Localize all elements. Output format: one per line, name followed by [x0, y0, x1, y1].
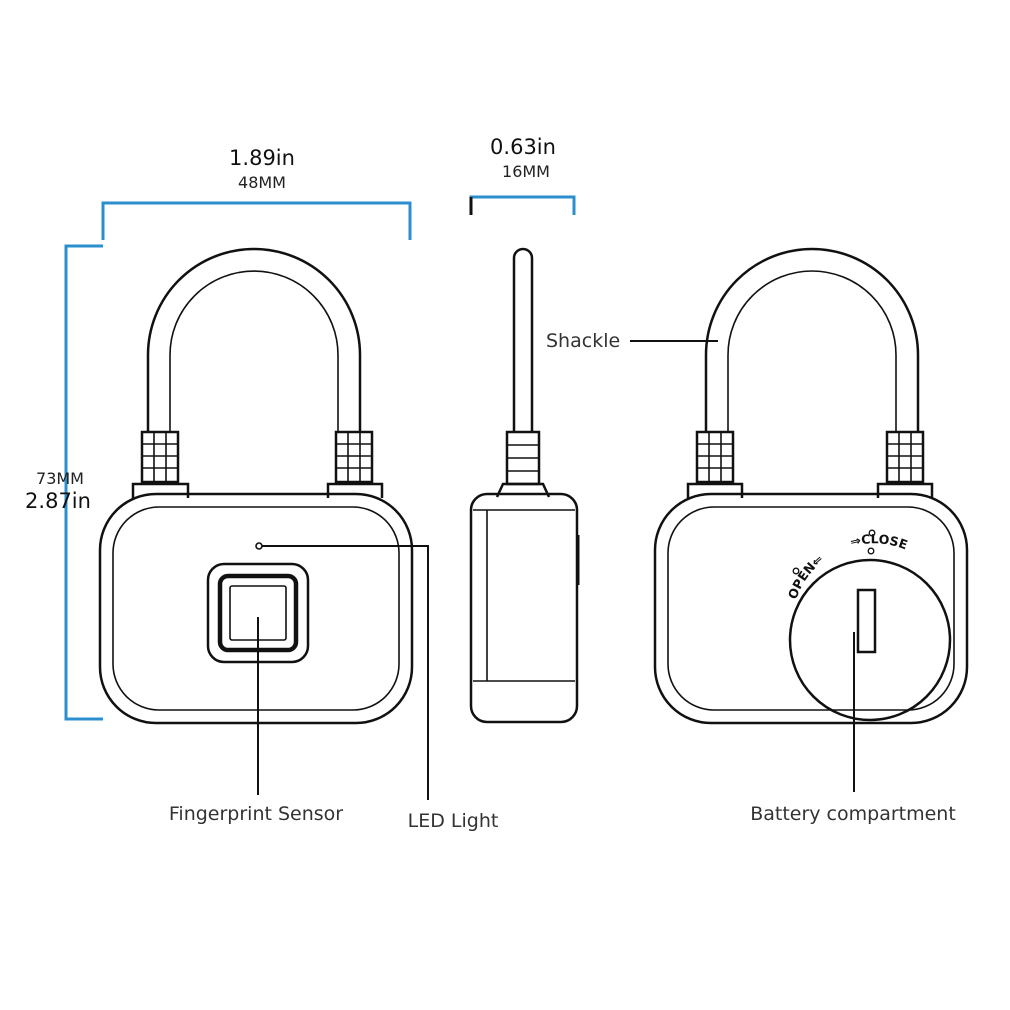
height-bracket [64, 244, 103, 721]
led-leader-line [262, 545, 429, 800]
side-collar [505, 430, 541, 486]
depth-bracket [469, 195, 576, 215]
back-left-collar [695, 430, 735, 484]
depth-dimension: 0.63in 16MM [469, 135, 576, 215]
width-bracket [101, 201, 412, 240]
battery-callout: Battery compartment [750, 632, 956, 825]
back-shackle-inner [727, 270, 897, 432]
back-body-inner [667, 506, 955, 711]
depth-mm-label: 16MM [502, 162, 550, 181]
back-shackle [704, 247, 920, 432]
side-neck [495, 482, 551, 498]
front-left-shoulder [131, 482, 190, 498]
shackle-label: Shackle [546, 330, 620, 352]
front-right-shoulder [326, 482, 384, 498]
back-right-shoulder [876, 482, 934, 498]
back-right-collar [885, 430, 925, 484]
height-inch-label: 2.87in [25, 489, 91, 513]
front-view-padlock [98, 247, 414, 725]
fingerprint-callout: Fingerprint Sensor [169, 617, 343, 825]
battery-cover: OPEN⇐ ⇒CLOSE [785, 529, 952, 722]
front-body-outer [98, 492, 414, 725]
close-arrow-icon: ⇒ [849, 532, 862, 549]
front-shackle-inner [169, 270, 339, 432]
height-mm-label: 73MM [36, 469, 84, 488]
side-body-outer [469, 492, 579, 724]
height-dimension: 73MM 2.87in [25, 244, 103, 721]
width-dimension: 1.89in 48MM [101, 146, 412, 240]
fingerprint-sensor-label: Fingerprint Sensor [169, 803, 343, 825]
led-callout: LED Light [262, 545, 499, 832]
shackle-callout: Shackle [546, 330, 718, 352]
front-right-collar [334, 430, 374, 484]
side-shackle [512, 247, 534, 432]
side-view-padlock [469, 247, 580, 724]
battery-cover-slot [856, 588, 877, 654]
back-view-padlock: OPEN⇐ ⇒CLOSE [653, 247, 969, 725]
depth-inch-label: 0.63in [490, 135, 556, 159]
front-left-collar [140, 430, 180, 484]
led-light [255, 542, 263, 550]
front-shackle [146, 247, 362, 432]
lock-position-dot-center [867, 547, 875, 555]
battery-compartment-label: Battery compartment [750, 803, 956, 825]
open-text: OPEN [785, 559, 819, 601]
close-direction-label: ⇒CLOSE [849, 531, 910, 552]
lock-position-dot-open [792, 567, 800, 575]
battery-cover-disc [788, 558, 952, 722]
led-light-label: LED Light [408, 810, 499, 832]
close-text: CLOSE [860, 531, 909, 552]
width-mm-label: 48MM [238, 173, 286, 192]
back-body-outer [653, 492, 969, 725]
front-body-inner [112, 506, 400, 711]
lock-position-dot-top [868, 529, 876, 537]
back-left-shoulder [686, 482, 744, 498]
width-inch-label: 1.89in [229, 146, 295, 170]
